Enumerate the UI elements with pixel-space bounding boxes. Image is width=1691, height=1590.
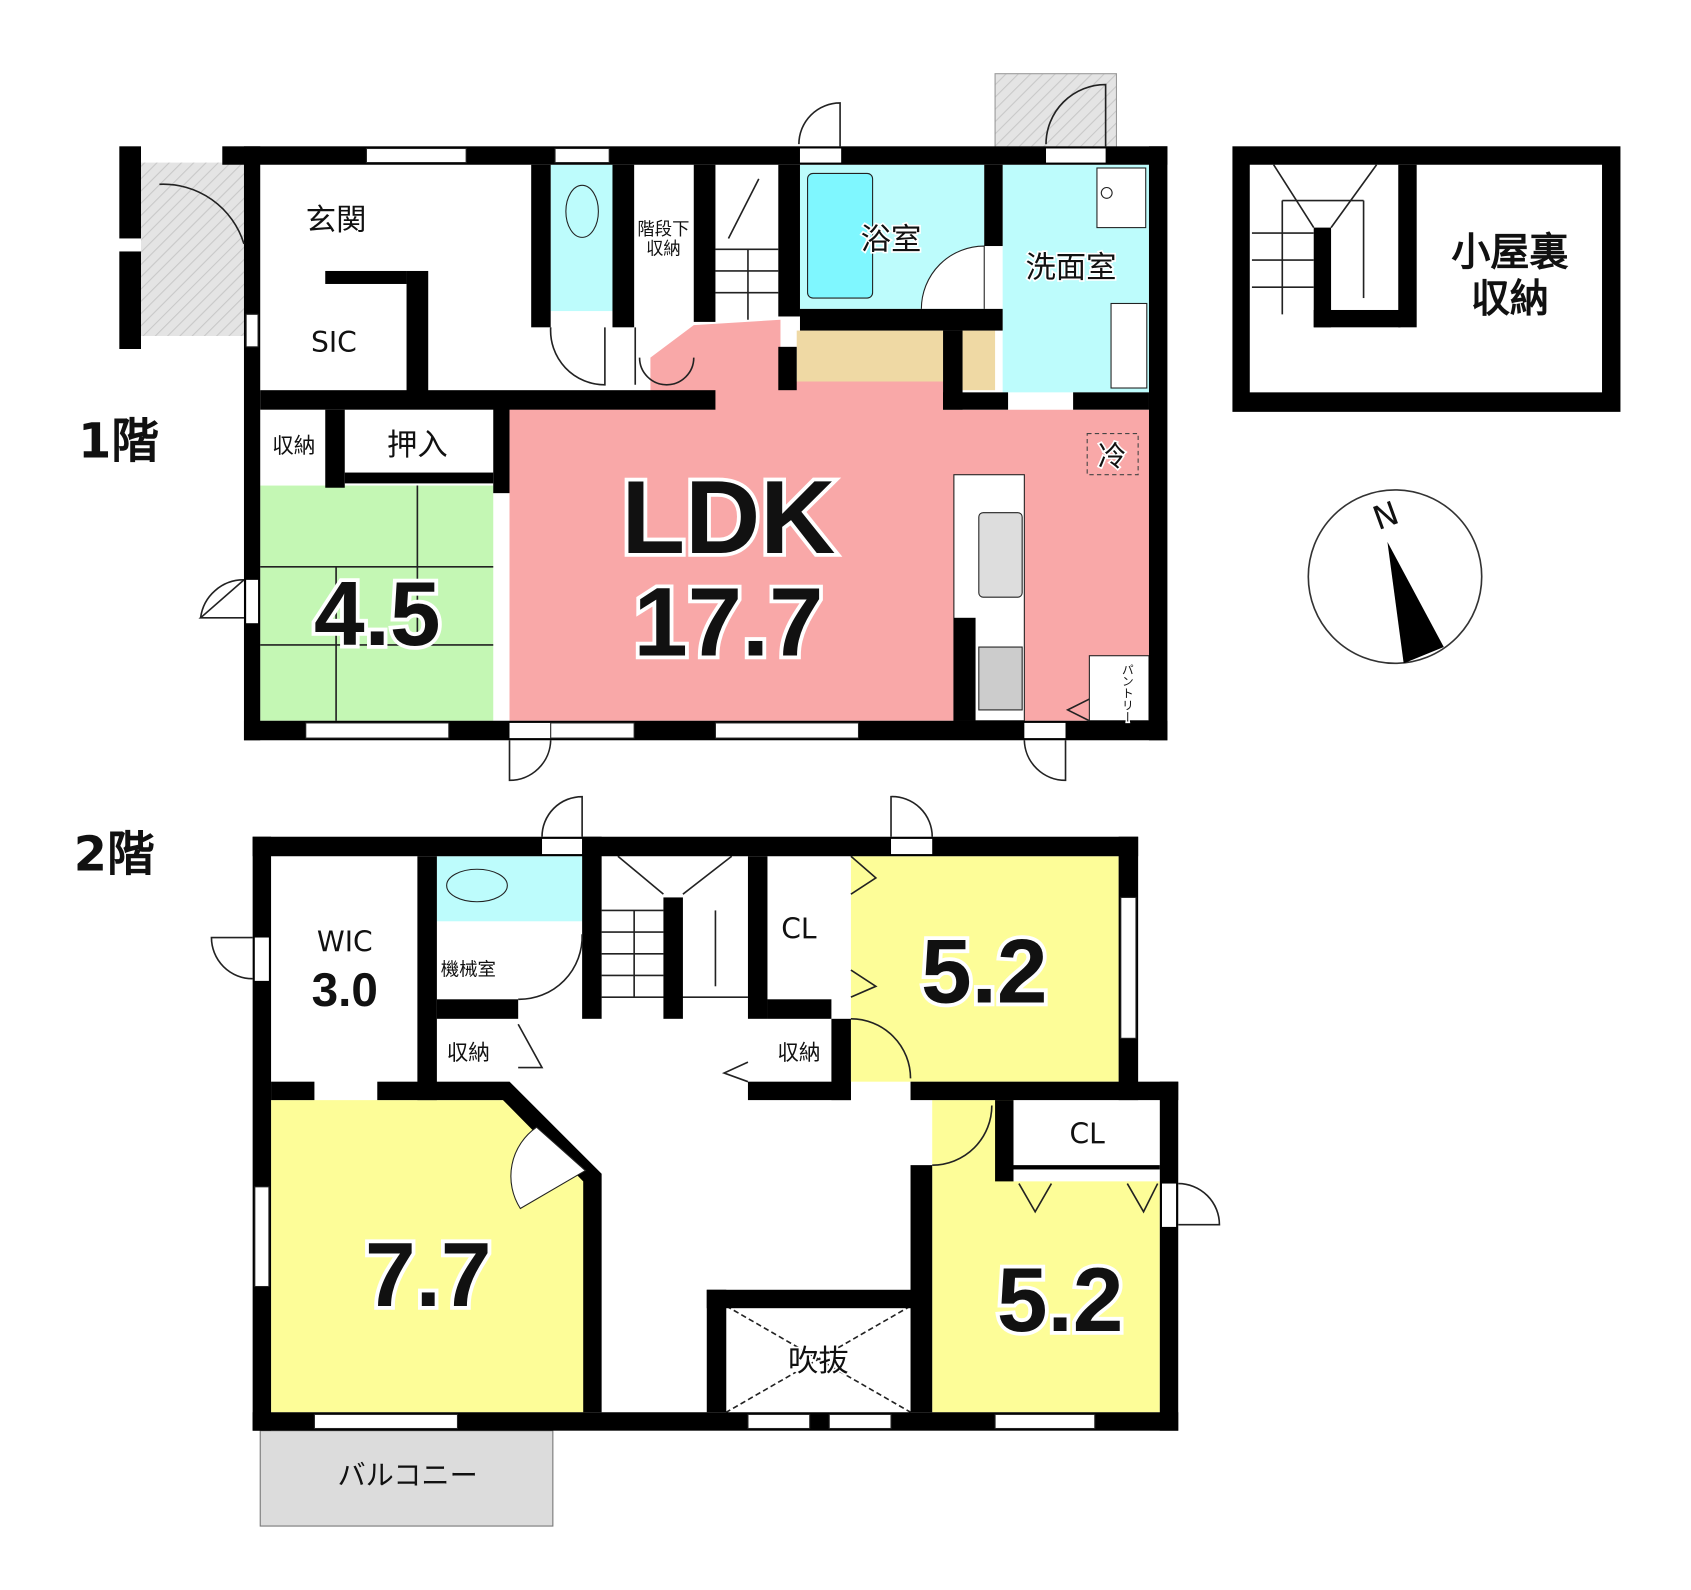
stove-icon bbox=[978, 646, 1023, 711]
bedroom-se-size: 5.2 bbox=[997, 1250, 1124, 1351]
washitsu-size: 4.5 bbox=[314, 564, 441, 665]
pantry bbox=[1088, 655, 1150, 722]
wic-label: WIC bbox=[317, 926, 373, 959]
floor-2: 2階 WIC 3.0 機械室 収納 収納 CL 5.2 7.7 CL 5.2 吹… bbox=[72, 795, 1221, 1527]
walls-1f bbox=[119, 146, 1168, 741]
bath-door-swing bbox=[920, 245, 985, 309]
ldk-label: LDK bbox=[622, 460, 836, 576]
storage-label: 収納 bbox=[272, 434, 315, 459]
bedroom-se-floor bbox=[932, 1100, 1160, 1413]
floor-1: 1階 玄関 SIC 階段下 収納 浴室 洗面室 収納 押入 LDK 17.7 4… bbox=[77, 73, 1168, 782]
washroom-label: 洗面室 bbox=[1025, 250, 1116, 285]
storage-tan bbox=[796, 330, 944, 382]
fridge-label: 冷 bbox=[1098, 440, 1126, 473]
under-stairs-label-1: 階段下 bbox=[637, 220, 689, 240]
storage-left-label: 収納 bbox=[447, 1041, 490, 1066]
bathroom-label: 浴室 bbox=[861, 222, 922, 257]
attic-label-2: 収納 bbox=[1471, 277, 1549, 322]
toilet-icon bbox=[565, 184, 599, 238]
genkan-label: 玄関 bbox=[306, 203, 367, 238]
pantry-label: パントリー bbox=[1120, 663, 1134, 723]
compass: N bbox=[1307, 489, 1483, 665]
north-arrow-icon bbox=[1387, 541, 1444, 664]
door-swings-1f bbox=[159, 83, 1107, 782]
wic-size: 3.0 bbox=[312, 964, 378, 1017]
machine-room-label: 機械室 bbox=[441, 959, 496, 980]
floor-2-label: 2階 bbox=[74, 827, 155, 882]
toilet-icon-2f bbox=[446, 868, 508, 903]
storage-right-label: 収納 bbox=[777, 1041, 820, 1066]
attic-storage: 小屋裏 収納 bbox=[1232, 146, 1621, 412]
bedroom-w-size: 7.7 bbox=[365, 1225, 492, 1326]
sink-icon bbox=[1110, 302, 1148, 389]
balcony bbox=[259, 1430, 554, 1527]
bedroom-ne-size: 5.2 bbox=[921, 922, 1048, 1023]
floor-1-label: 1階 bbox=[78, 414, 159, 469]
attic-stairs bbox=[1251, 164, 1378, 315]
fridge-space bbox=[1086, 432, 1139, 476]
oshiire-label: 押入 bbox=[387, 428, 448, 463]
bedroom-w-floor bbox=[271, 1100, 586, 1413]
kitchen-sink-icon bbox=[978, 512, 1023, 598]
bathtub-icon bbox=[807, 172, 874, 299]
ldk-size: 17.7 bbox=[634, 568, 824, 677]
balcony-label: バルコニー bbox=[338, 1459, 478, 1492]
under-stairs-label-2: 収納 bbox=[646, 240, 681, 260]
entrance-porch bbox=[141, 162, 244, 336]
door-swings-2f bbox=[210, 795, 1221, 1226]
washitsu-floor bbox=[260, 485, 494, 721]
storage-tan-2 bbox=[962, 330, 996, 391]
attic-label-1: 小屋裏 bbox=[1451, 231, 1568, 276]
closet-top-label: CL bbox=[781, 913, 817, 946]
stairs-1f bbox=[715, 178, 779, 320]
void-label: 吹抜 bbox=[788, 1344, 849, 1379]
sic-label: SIC bbox=[311, 326, 357, 359]
closet-bottom-label: CL bbox=[1070, 1117, 1106, 1150]
bedroom-ne-floor bbox=[850, 856, 1119, 1082]
